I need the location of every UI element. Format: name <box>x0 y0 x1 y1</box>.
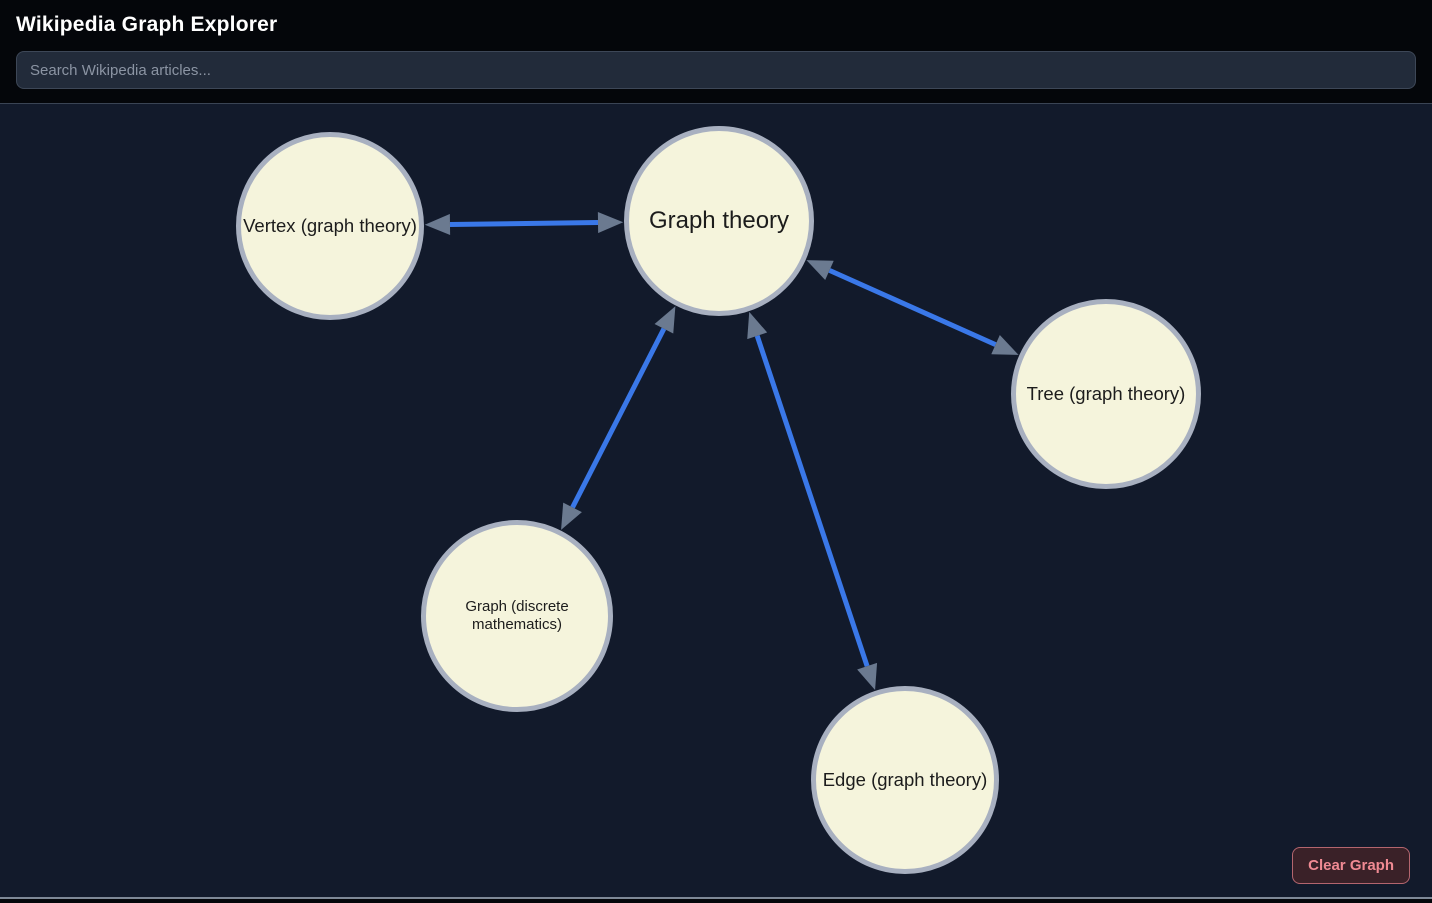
search-input[interactable] <box>16 51 1416 89</box>
page-title: Wikipedia Graph Explorer <box>16 13 278 36</box>
graph-node-tree-graph-theory[interactable]: Tree (graph theory) <box>1011 299 1201 489</box>
graph-node-label: Graph (discrete mathematics) <box>465 597 569 633</box>
graph-node-graph-discrete-mathematics[interactable]: Graph (discrete mathematics) <box>421 520 613 712</box>
graph-edge <box>424 212 624 235</box>
app-header: Wikipedia Graph Explorer <box>0 0 1432 103</box>
graph-node-edge-graph-theory[interactable]: Edge (graph theory) <box>811 686 999 874</box>
graph-edges-layer <box>424 212 1019 691</box>
graph-edge <box>747 311 878 691</box>
graph-edge <box>561 306 676 530</box>
graph-node-label: Edge (graph theory) <box>822 768 988 790</box>
graph-node-label: Graph theory <box>648 207 790 235</box>
graph-canvas[interactable]: Graph theory Vertex (graph theory) Tree (g… <box>0 103 1432 899</box>
graph-edge <box>806 260 1019 355</box>
graph-node-label: Vertex (graph theory) <box>243 214 417 236</box>
graph-node-vertex-graph-theory[interactable]: Vertex (graph theory) <box>236 132 424 320</box>
graph-node-label: Tree (graph theory) <box>1026 382 1186 404</box>
clear-graph-button[interactable]: Clear Graph <box>1292 847 1410 884</box>
graph-node-graph-theory[interactable]: Graph theory <box>624 126 814 316</box>
